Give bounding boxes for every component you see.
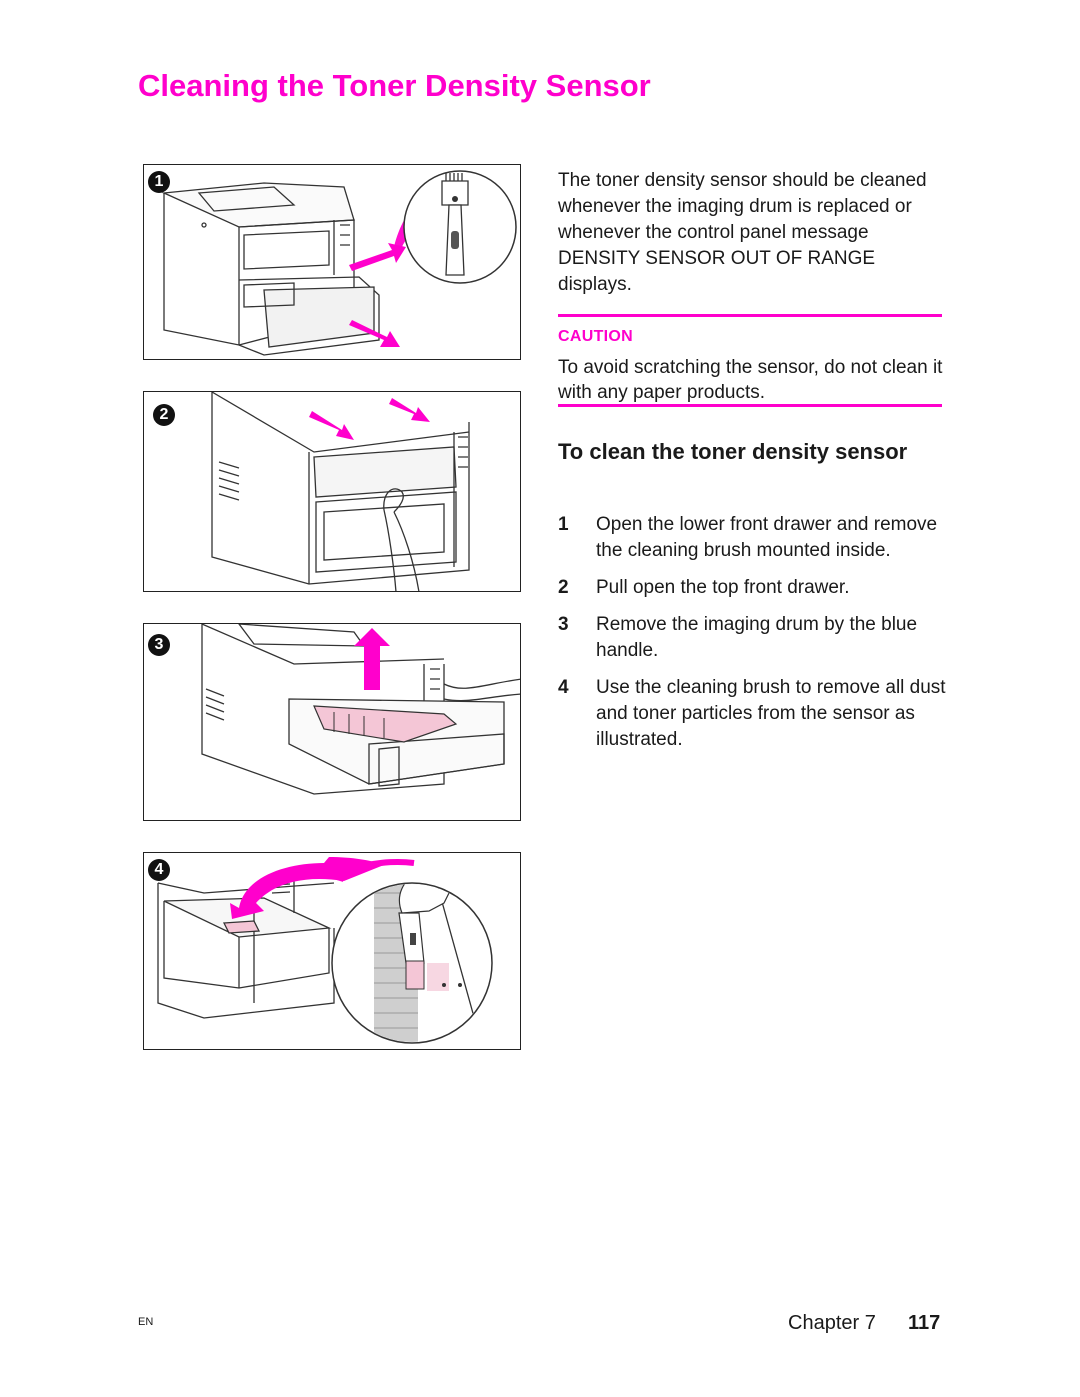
figure-1-badge: 1 bbox=[148, 171, 170, 193]
caution-label: CAUTION bbox=[558, 328, 633, 345]
footer-chapter: Chapter 7 bbox=[788, 1312, 876, 1334]
step-item: 2 Pull open the top front drawer. bbox=[558, 575, 948, 601]
footer-language: EN bbox=[138, 1316, 154, 1328]
step-item: 1 Open the lower front drawer and remove… bbox=[558, 512, 948, 564]
step-text: Use the cleaning brush to remove all dus… bbox=[596, 677, 946, 750]
procedure-steps: 1 Open the lower front drawer and remove… bbox=[558, 512, 948, 764]
step-number: 1 bbox=[558, 514, 569, 535]
page-title: Cleaning the Toner Density Sensor bbox=[138, 68, 651, 103]
figure-3-illustration bbox=[201, 624, 520, 795]
step-item: 4 Use the cleaning brush to remove all d… bbox=[558, 675, 948, 753]
figure-2-badge: 2 bbox=[153, 404, 175, 426]
step-text: Pull open the top front drawer. bbox=[596, 577, 850, 598]
caution-top-rule bbox=[558, 314, 942, 317]
figure-1-illustration bbox=[161, 170, 517, 356]
step-number: 4 bbox=[558, 677, 569, 698]
figure-1: 1 bbox=[143, 164, 521, 360]
figure-2: 2 bbox=[143, 391, 521, 592]
step-number: 3 bbox=[558, 614, 569, 635]
figure-4-illustration bbox=[157, 857, 493, 1044]
step-text: Open the lower front drawer and remove t… bbox=[596, 514, 938, 561]
footer-page-number: 117 bbox=[908, 1312, 941, 1334]
step-text: Remove the imaging drum by the blue hand… bbox=[596, 614, 918, 661]
figure-2-illustration bbox=[211, 392, 470, 591]
step-number: 2 bbox=[558, 577, 569, 598]
procedure-heading: To clean the toner density sensor bbox=[558, 439, 908, 464]
step-item: 3 Remove the imaging drum by the blue ha… bbox=[558, 612, 948, 664]
figure-3-badge: 3 bbox=[148, 634, 170, 656]
caution-bottom-rule bbox=[558, 404, 942, 407]
figure-3: 3 bbox=[143, 623, 521, 821]
figure-4-badge: 4 bbox=[148, 859, 170, 881]
intro-paragraph: The toner density sensor should be clean… bbox=[558, 170, 927, 295]
caution-text: To avoid scratching the sensor, do not c… bbox=[558, 357, 943, 403]
figure-4: 4 bbox=[143, 852, 521, 1050]
